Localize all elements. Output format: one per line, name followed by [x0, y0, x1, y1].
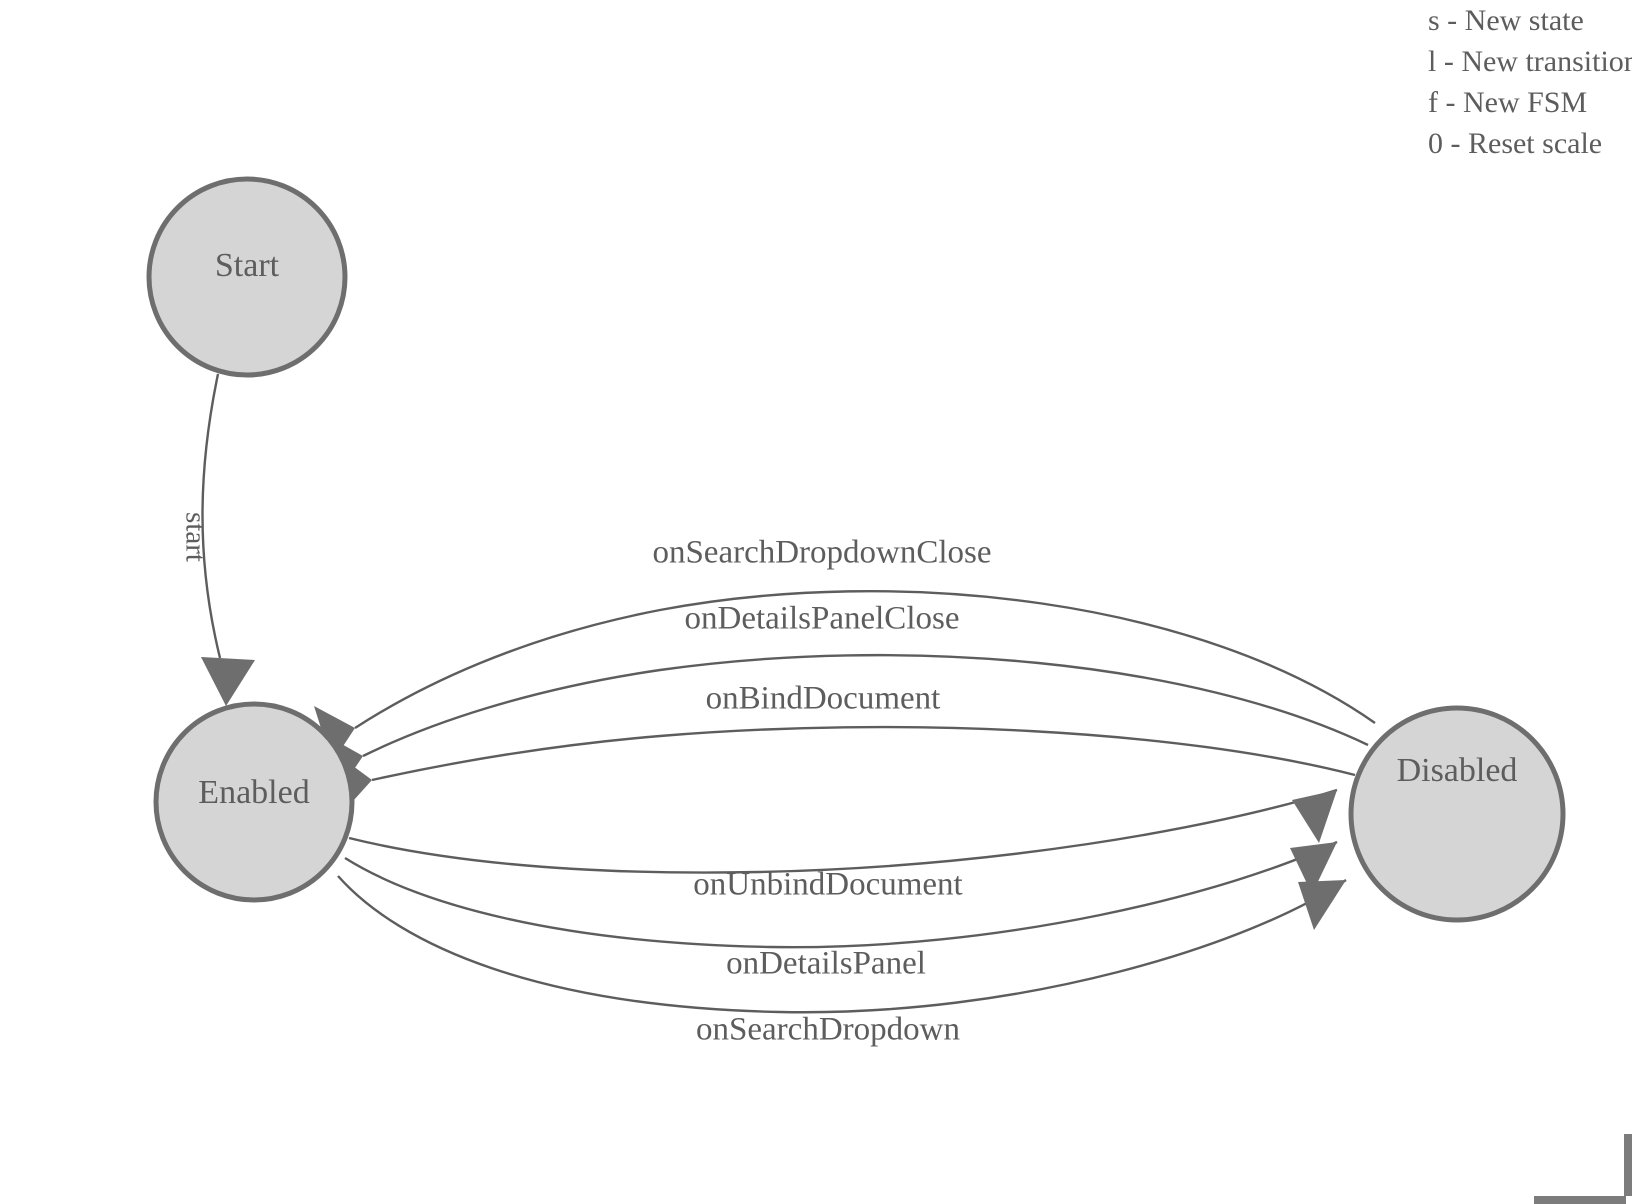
- edge-label-onUnbindDocument: onUnbindDocument: [693, 866, 963, 903]
- edge-label-onSearchDropdownClose: onSearchDropdownClose: [652, 534, 992, 571]
- edge-label-onBindDocument: onBindDocument: [705, 680, 941, 717]
- edge-path-onBindDocument[interactable]: [371, 725, 1356, 782]
- edge-path-start[interactable]: [201, 373, 222, 659]
- arrowhead-start: [201, 657, 255, 706]
- edge-label-onDetailsPanelClose: onDetailsPanelClose: [684, 600, 960, 637]
- arrowhead-onDetailsPanel: [1290, 842, 1337, 894]
- state-node-enabled[interactable]: [153, 701, 355, 903]
- state-node-disabled[interactable]: [1348, 705, 1566, 923]
- edge-path-onDetailsPanelClose[interactable]: [362, 653, 1369, 758]
- state-node-start[interactable]: [146, 176, 348, 378]
- arrowhead-onSearchDropdownClose: [314, 706, 355, 763]
- arrowhead-onUnbindDocument: [1292, 790, 1337, 843]
- edge-path-onSearchDropdownClose[interactable]: [354, 590, 1376, 730]
- edge-label-start: start: [179, 512, 212, 562]
- state-label-disabled: Disabled: [1396, 752, 1518, 789]
- edge-path-onDetailsPanel[interactable]: [344, 840, 1338, 949]
- vertical-scrollbar-thumb[interactable]: [1624, 1134, 1632, 1196]
- edge-label-onSearchDropdown: onSearchDropdown: [696, 1011, 960, 1048]
- arrowhead-onSearchDropdown: [1298, 880, 1346, 930]
- edge-path-onSearchDropdown[interactable]: [337, 875, 1347, 1014]
- state-label-enabled: Enabled: [198, 774, 310, 811]
- state-label-start: Start: [214, 247, 280, 284]
- edge-path-onUnbindDocument[interactable]: [348, 788, 1338, 874]
- edge-label-onDetailsPanel: onDetailsPanel: [726, 945, 926, 982]
- horizontal-scrollbar-thumb[interactable]: [1534, 1196, 1626, 1204]
